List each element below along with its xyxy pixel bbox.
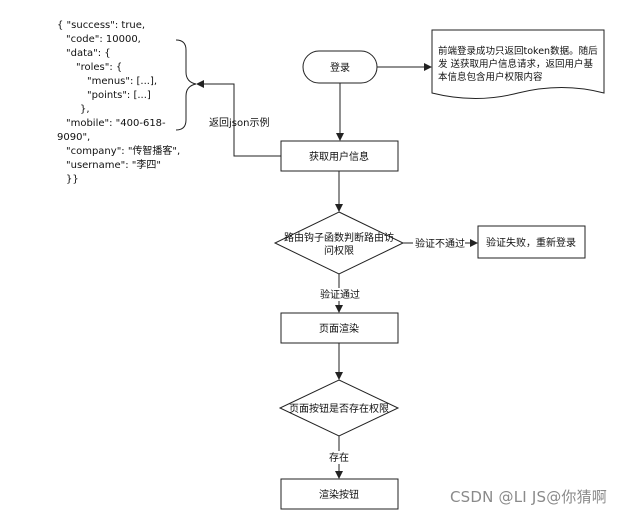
edge-label-pass: 验证通过	[320, 288, 360, 301]
json-line: },	[80, 104, 90, 115]
json-line: }}	[66, 174, 79, 185]
note-document: 前端登录成功只返回token数据。随后 发 送获取用户信息请求，返回用户基 本信…	[431, 29, 605, 99]
note-line: 前端登录成功只返回token数据。随后	[438, 45, 598, 57]
json-line: "code": 10000,	[66, 34, 141, 45]
json-line: "points": [...]	[87, 90, 151, 101]
button-check-label: 页面按钮是否存在权限	[289, 402, 389, 415]
get-user-info-label: 获取用户信息	[309, 150, 369, 163]
note-line: 发 送获取用户信息请求，返回用户基	[438, 58, 594, 70]
fail-node: 验证失败，重新登录	[477, 225, 586, 259]
json-line: "mobile": "400-618-	[66, 118, 166, 129]
render-page-label: 页面渲染	[319, 322, 359, 335]
edge-label-return-json: 返回json示例	[209, 116, 269, 129]
render-button-node: 渲染按钮	[280, 478, 399, 510]
json-line: 9090",	[57, 132, 90, 143]
watermark: CSDN @LI JS@你猜啊	[449, 488, 607, 506]
json-line: { "success": true,	[57, 20, 145, 31]
edge-label-exists: 存在	[329, 451, 349, 464]
button-check-decision: 页面按钮是否存在权限	[278, 379, 400, 437]
login-label: 登录	[330, 61, 350, 74]
get-user-info-node: 获取用户信息	[280, 140, 399, 172]
json-sample: { "success": true, "code": 10000, "data"…	[57, 20, 180, 185]
curly-brace	[175, 39, 197, 131]
route-check-label-line2: 问权限	[324, 244, 354, 257]
json-line: "company": "传智播客",	[66, 144, 180, 157]
json-line: "roles": {	[76, 62, 122, 73]
login-node: 登录	[302, 50, 378, 84]
arrow-user-info-to-json	[196, 80, 281, 157]
edge-labels: 返回json示例 验证不通过 验证通过 存在	[209, 116, 465, 464]
render-button-label: 渲染按钮	[319, 488, 359, 501]
json-line: "username": "李四"	[66, 158, 161, 171]
edge-label-fail: 验证不通过	[415, 237, 465, 250]
json-line: "menus": [...],	[87, 76, 157, 87]
note-line: 本信息包含用户权限内容	[438, 71, 543, 83]
route-check-label-line1: 路由钩子函数判断路由访	[284, 231, 394, 244]
json-line: "data": {	[66, 48, 111, 59]
route-check-decision: 路由钩子函数判断路由访 问权限	[273, 211, 405, 275]
fail-label: 验证失败，重新登录	[486, 236, 576, 249]
render-page-node: 页面渲染	[280, 312, 399, 344]
